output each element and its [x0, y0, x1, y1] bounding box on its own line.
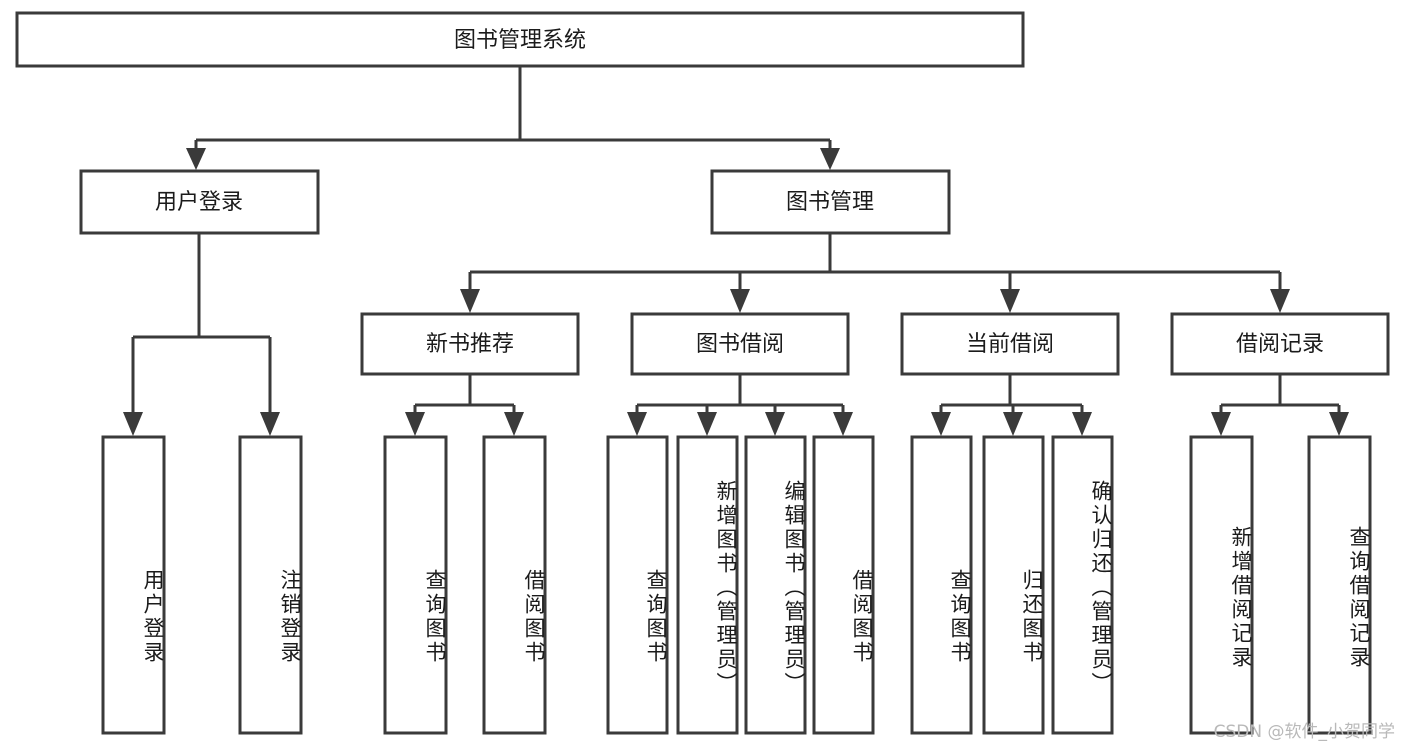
node-book-borrowing-label: 图书借阅 — [696, 332, 784, 357]
arrowhead-cb-return-book — [1003, 412, 1023, 436]
leaf-box-cb-return-book[interactable] — [982, 435, 1045, 735]
leaf-box-cb-query-book[interactable] — [910, 435, 973, 735]
node-book-management-box[interactable] — [710, 169, 951, 235]
leaf-box-bb-edit-book[interactable] — [744, 435, 807, 735]
arrowhead-cb-confirm-return — [1072, 412, 1092, 436]
connector-group — [123, 66, 1349, 436]
arrowhead-br-add-record — [1211, 412, 1231, 436]
node-new-book-recommend-box[interactable] — [360, 312, 580, 376]
node-current-borrowing-box[interactable] — [900, 312, 1120, 376]
arrowhead-bb-borrow-book — [833, 412, 853, 436]
leaf-box-br-add-record[interactable] — [1189, 435, 1254, 735]
csdn-watermark: CSDN @软件_小贺同学 — [1213, 722, 1395, 742]
leaf-boxes-group — [101, 435, 1372, 735]
arrowhead-leaf-logout — [260, 412, 280, 436]
arrowhead-new-book-rec — [460, 289, 480, 313]
arrowhead-nb-query-book — [405, 412, 425, 436]
node-new-book-recommend-label: 新书推荐 — [426, 332, 514, 357]
arrowhead-br-query-record — [1329, 412, 1349, 436]
arrowhead-current-borrow — [1000, 289, 1020, 313]
arrowhead-bb-edit-book — [765, 412, 785, 436]
leaf-box-br-query-record[interactable] — [1307, 435, 1372, 735]
leaf-box-nb-borrow-book[interactable] — [482, 435, 547, 735]
arrowhead-user-login — [186, 148, 206, 170]
leaf-box-nb-query-book[interactable] — [383, 435, 448, 735]
arrowhead-book-mgmt — [820, 148, 840, 170]
node-new-book-recommend[interactable]: 新书推荐 — [360, 312, 580, 376]
node-user-login-box[interactable] — [79, 169, 320, 235]
node-user-login[interactable]: 用户登录 — [79, 169, 320, 235]
leaf-box-user-login[interactable] — [101, 435, 166, 735]
arrowhead-borrow-record — [1270, 289, 1290, 313]
arrowhead-cb-query-book — [931, 412, 951, 436]
arrowhead-leaf-user-login — [123, 412, 143, 436]
arrowhead-bb-add-book — [697, 412, 717, 436]
node-user-login-label: 用户登录 — [155, 190, 243, 215]
leaf-box-bb-query-book[interactable] — [606, 435, 669, 735]
node-root-box[interactable] — [15, 11, 1025, 68]
leaf-box-bb-borrow-book[interactable] — [812, 435, 875, 735]
node-book-borrowing[interactable]: 图书借阅 — [630, 312, 850, 376]
leaf-box-logout[interactable] — [238, 435, 303, 735]
node-root[interactable]: 图书管理系统 — [15, 11, 1025, 68]
leaf-box-bb-add-book[interactable] — [676, 435, 739, 735]
node-book-management-label: 图书管理 — [786, 190, 874, 215]
node-borrow-record-label: 借阅记录 — [1236, 332, 1324, 357]
node-borrow-record[interactable]: 借阅记录 — [1170, 312, 1390, 376]
node-book-borrowing-box[interactable] — [630, 312, 850, 376]
node-root-label: 图书管理系统 — [454, 28, 586, 53]
arrowhead-nb-borrow-book — [504, 412, 524, 436]
node-borrow-record-box[interactable] — [1170, 312, 1390, 376]
node-book-management[interactable]: 图书管理 — [710, 169, 951, 235]
leaf-box-cb-confirm-return[interactable] — [1051, 435, 1114, 735]
node-current-borrowing-label: 当前借阅 — [966, 332, 1054, 357]
arrowhead-book-borrow — [730, 289, 750, 313]
arrowhead-bb-query-book — [627, 412, 647, 436]
node-current-borrowing[interactable]: 当前借阅 — [900, 312, 1120, 376]
